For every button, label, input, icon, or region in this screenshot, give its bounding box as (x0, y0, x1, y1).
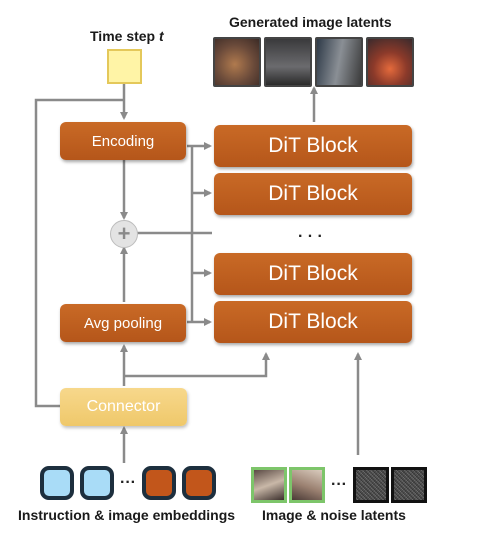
image-latent (251, 467, 287, 503)
generated-latent-image (315, 37, 363, 87)
token-ellipsis: ··· (120, 474, 136, 491)
time-step-text: Time step (90, 28, 156, 44)
image-latent (289, 467, 325, 503)
image-token (141, 466, 176, 500)
time-step-variable: t (159, 28, 164, 44)
embeddings-label: Instruction & image embeddings (18, 507, 236, 523)
dit-block: DiT Block (214, 301, 412, 343)
dit-ellipsis: · · · (298, 228, 323, 245)
generated-latent-image (264, 37, 312, 87)
noise-latent (352, 467, 389, 503)
time-step-label: Time step t (90, 28, 164, 44)
dit-block: DiT Block (214, 125, 412, 167)
dit-block: DiT Block (214, 253, 412, 295)
sum-node: + (110, 220, 138, 248)
dit-block: DiT Block (214, 173, 412, 215)
generated-latents-strip (213, 37, 414, 87)
encoding-box: Encoding (60, 122, 186, 160)
generated-latent-image (213, 37, 261, 87)
generated-latents-label: Generated image latents (229, 14, 392, 30)
time-step-box (107, 49, 142, 84)
instruction-token (40, 466, 74, 500)
connector-box: Connector (60, 388, 187, 426)
avg-pooling-box: Avg pooling (60, 304, 186, 342)
plus-icon: + (117, 221, 131, 246)
generated-latent-image (366, 37, 414, 87)
image-noise-latents: ··· (251, 467, 427, 503)
embedding-tokens: ··· (40, 466, 216, 500)
instruction-token (80, 466, 114, 500)
latent-ellipsis: ··· (331, 476, 347, 493)
noise-latent (390, 467, 427, 503)
image-noise-label: Image & noise latents (262, 507, 406, 523)
image-token (181, 466, 216, 500)
